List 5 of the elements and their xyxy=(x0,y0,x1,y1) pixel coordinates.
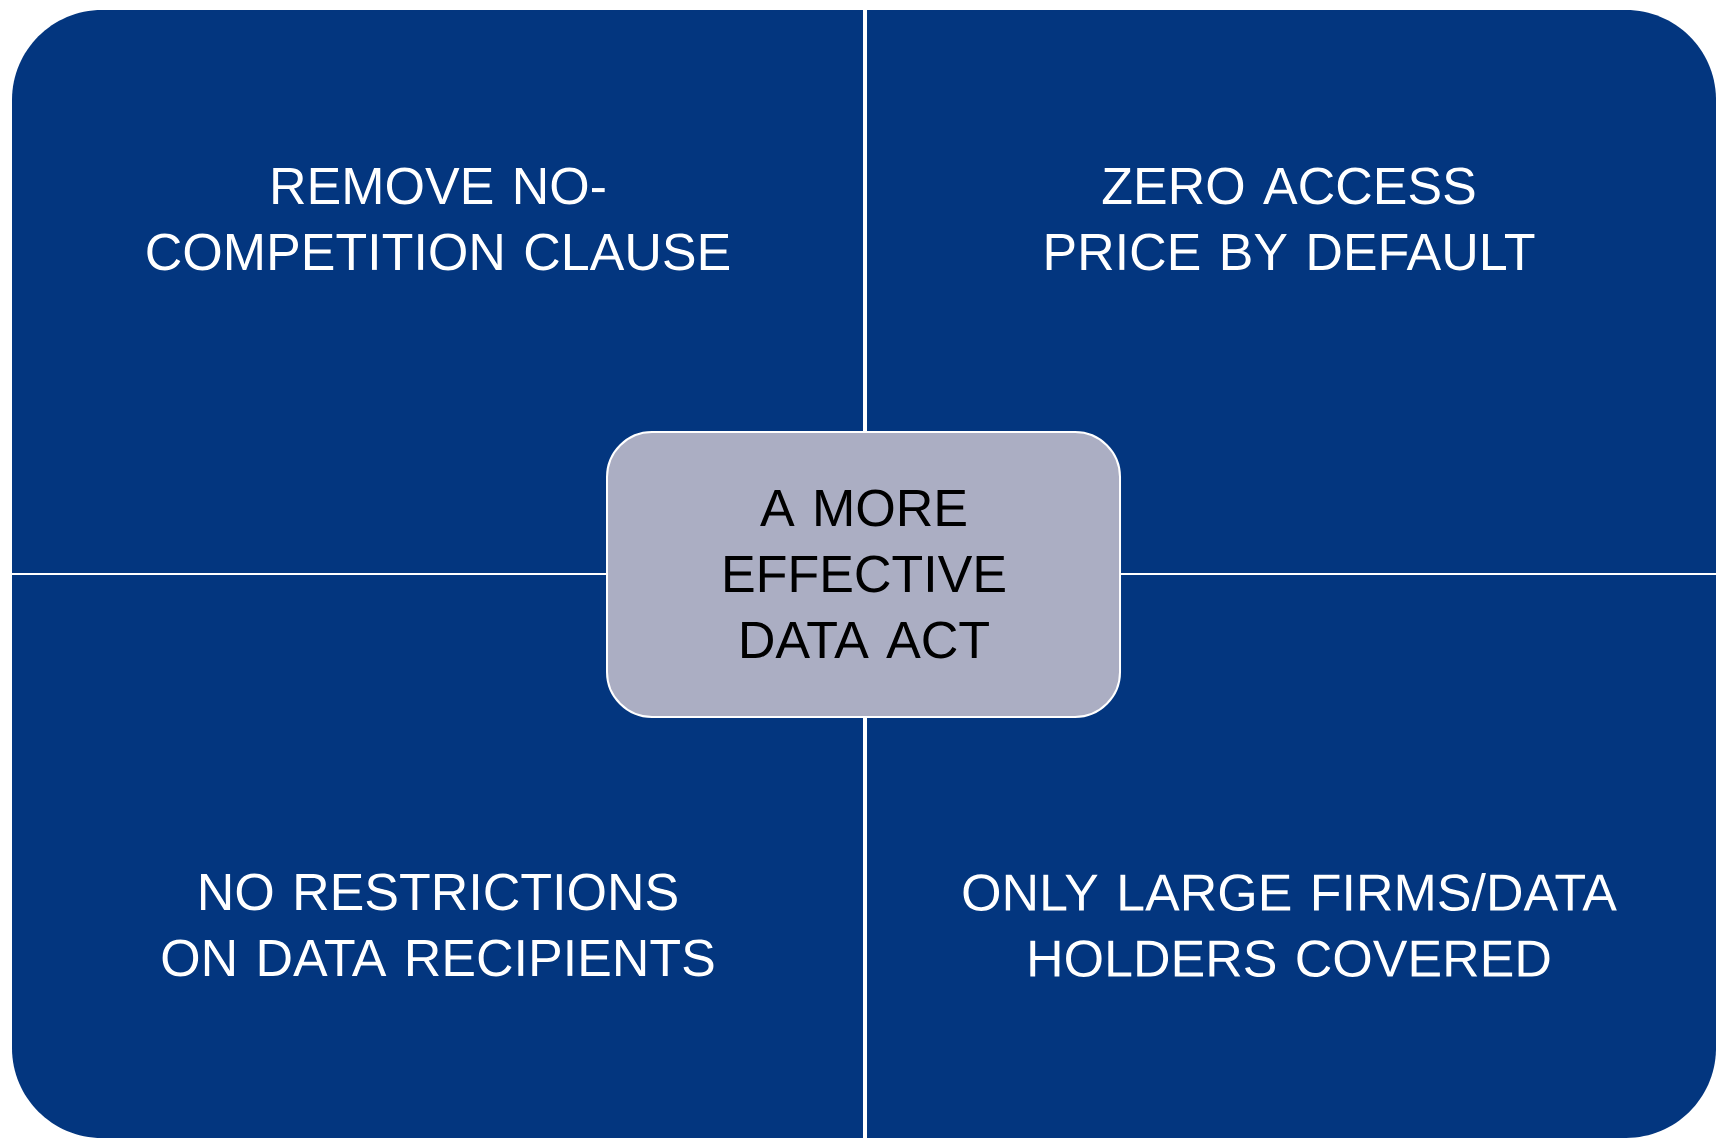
node-label: REMOVE NO-COMPETITION CLAUSE xyxy=(147,167,730,271)
center-box: A MORE EFFECTIVE DATA ACT xyxy=(606,431,1121,718)
node-label: ONLY LARGE FIRMS/DATA HOLDERS COVERED xyxy=(963,872,1617,978)
node-label: NO RESTRICTIONS ON DATA RECIPIENTS xyxy=(162,873,714,977)
node-label: ZERO ACCESS PRICE BY DEFAULT xyxy=(1046,167,1535,271)
